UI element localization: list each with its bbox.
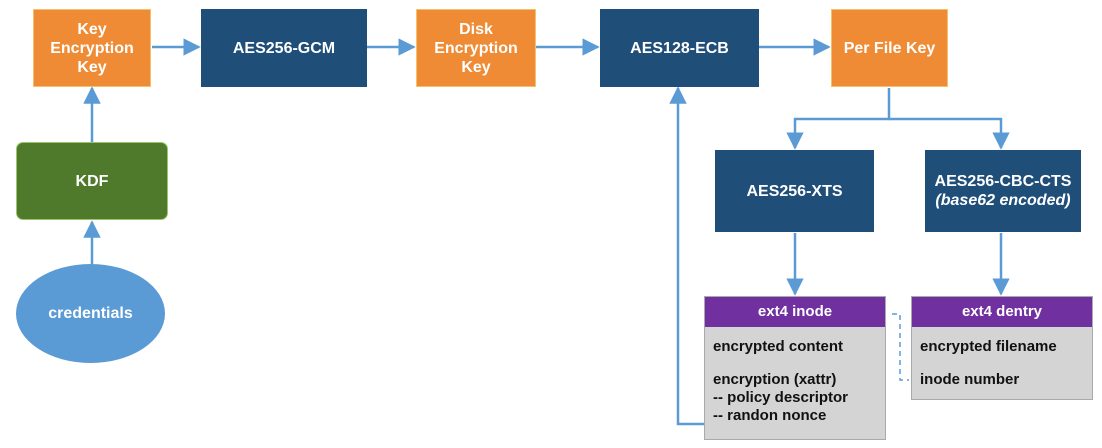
dek-line-3: Key — [461, 58, 491, 76]
ext4-inode-card: ext4 inode encrypted content encryption … — [704, 296, 886, 440]
aes256-gcm-box: AES256-GCM — [201, 9, 367, 87]
aes128-ecb-box: AES128-ECB — [600, 9, 759, 87]
disk-encryption-key-box: Disk Encryption Key — [416, 9, 536, 87]
kdf-box: KDF — [16, 142, 168, 220]
base62-encoded-sublabel: (base62 encoded) — [935, 192, 1071, 209]
inode-encryption-xattr: encryption (xattr) — [713, 371, 837, 388]
kdf-label: KDF — [75, 172, 109, 190]
kek-line-1: Key — [77, 20, 107, 38]
per-file-key-box: Per File Key — [831, 9, 948, 87]
ext4-dentry-header: ext4 dentry — [912, 297, 1092, 327]
key-encryption-key-box: Key Encryption Key — [33, 9, 151, 87]
per-file-key-label: Per File Key — [843, 39, 936, 57]
aes256-xts-label: AES256-XTS — [746, 182, 843, 200]
split-line-right — [889, 117, 1010, 150]
dentry-encrypted-filename: encrypted filename — [920, 338, 1057, 355]
aes256-xts-box: AES256-XTS — [715, 150, 874, 232]
ext4-dentry-card: ext4 dentry encrypted filename inode num… — [911, 296, 1093, 400]
ext4-inode-header: ext4 inode — [705, 297, 885, 327]
dashed-link-inode-dentry — [892, 313, 909, 381]
aes256-gcm-label: AES256-GCM — [232, 39, 336, 57]
dentry-inode-number: inode number — [920, 371, 1020, 388]
arrow-inode-to-ecb — [669, 86, 704, 426]
dek-line-2: Encryption — [434, 39, 518, 57]
dek-line-1: Disk — [459, 20, 493, 38]
inode-policy-descriptor: -- policy descriptor — [713, 389, 849, 406]
kek-line-3: Key — [77, 58, 107, 76]
inode-encrypted-content: encrypted content — [713, 338, 844, 355]
split-line — [786, 88, 891, 150]
credentials-oval: credentials — [16, 264, 165, 363]
credentials-label: credentials — [48, 305, 133, 322]
kek-line-2: Encryption — [50, 39, 134, 57]
aes128-ecb-label: AES128-ECB — [630, 39, 729, 57]
inode-random-nonce: -- randon nonce — [713, 407, 827, 424]
aes256-cbc-cts-label: AES256-CBC-CTS — [934, 173, 1072, 190]
aes256-cbc-cts-box: AES256-CBC-CTS (base62 encoded) — [925, 150, 1081, 232]
